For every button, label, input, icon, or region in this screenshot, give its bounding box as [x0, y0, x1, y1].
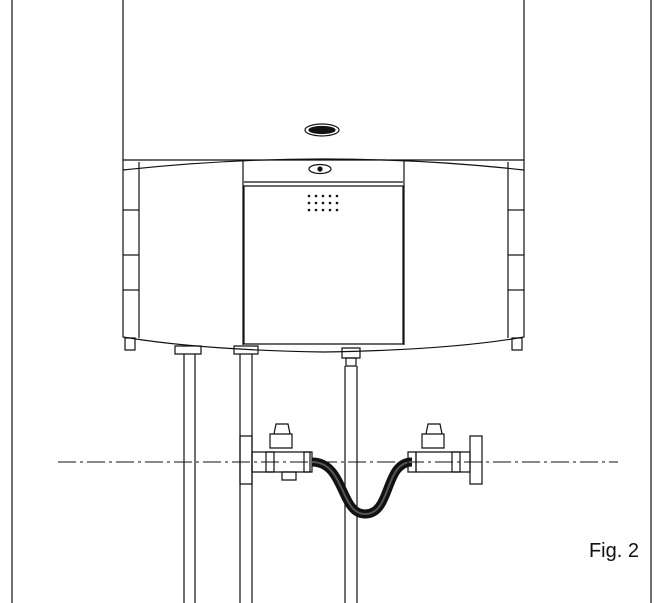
brand-logo-icon	[305, 124, 339, 136]
front-door-panel	[244, 182, 403, 344]
boiler-casing	[123, 0, 524, 352]
wall-frame	[12, 0, 651, 603]
figure-label: Fig. 2	[588, 540, 639, 562]
vent-grille-icon	[307, 194, 339, 212]
indicator-light-icon	[309, 165, 331, 174]
flexible-hose	[312, 462, 412, 514]
left-isolation-valve	[240, 424, 312, 484]
right-isolation-valve	[408, 424, 482, 484]
